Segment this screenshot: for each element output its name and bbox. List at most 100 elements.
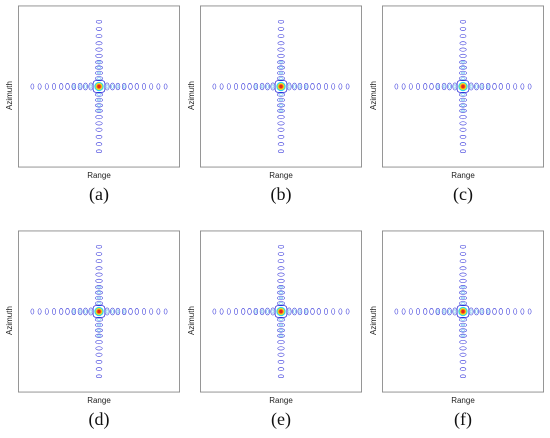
panel-caption: (c) [453, 184, 473, 204]
azimuth-sidelobe-inner [460, 71, 466, 75]
range-sidelobe [59, 83, 64, 90]
azimuth-sidelobe [459, 103, 467, 108]
range-sidelobe-inner [89, 309, 93, 314]
range-sidelobe [324, 83, 328, 90]
range-sidelobe-inner [480, 84, 484, 89]
range-sidelobe [149, 83, 154, 90]
azimuth-sidelobe-inner [460, 323, 466, 327]
azimuth-sidelobe-inner [460, 329, 466, 332]
azimuth-sidelobe-inner [460, 66, 466, 69]
range-sidelobe-inner [105, 84, 109, 89]
range-sidelobe [474, 82, 479, 91]
panel-a: Azimuth Range (a) [5, 0, 185, 205]
range-sidelobe [115, 307, 121, 316]
azimuth-sidelobe [459, 252, 467, 256]
range-sidelobe [241, 308, 246, 315]
azimuth-sidelobe-inner [96, 71, 102, 75]
azimuth-sidelobe [277, 340, 285, 345]
range-sidelobe [292, 82, 297, 91]
azimuth-sidelobe [95, 333, 103, 338]
azimuth-sidelobe [277, 65, 285, 70]
range-sidelobe [226, 308, 231, 315]
range-sidelobe [212, 308, 217, 315]
contour-plot [18, 5, 180, 168]
mainlobe-peak [97, 309, 101, 314]
azimuth-sidelobe [277, 121, 285, 126]
azimuth-sidelobe-inner [278, 286, 284, 289]
azimuth-sidelobe [277, 290, 285, 295]
azimuth-sidelobe [277, 328, 285, 333]
range-sidelobe [259, 82, 265, 91]
range-sidelobe [121, 307, 127, 316]
azimuth-sidelobe [459, 19, 467, 24]
azimuth-sidelobe [277, 53, 285, 58]
range-sidelobe [479, 82, 485, 91]
range-sidelobe [441, 82, 447, 91]
range-sidelobe [331, 83, 336, 90]
range-sidelobe [316, 308, 321, 315]
azimuth-sidelobe [459, 278, 467, 283]
range-sidelobe-inner [72, 84, 75, 89]
azimuth-sidelobe [277, 374, 285, 379]
azimuth-sidelobe-inner [278, 104, 284, 107]
azimuth-sidelobe-inner [460, 291, 466, 294]
range-sidelobe [65, 83, 70, 90]
contour-plot [382, 230, 544, 393]
azimuth-sidelobe [95, 103, 103, 108]
range-sidelobe [527, 308, 532, 315]
range-sidelobe [297, 307, 303, 316]
azimuth-sidelobe-inner [96, 104, 102, 107]
azimuth-sidelobe [459, 290, 467, 295]
azimuth-sidelobe [95, 244, 103, 249]
range-sidelobe [128, 308, 133, 315]
range-sidelobe-inner [260, 84, 264, 89]
azimuth-sidelobe-inner [278, 71, 284, 75]
azimuth-sidelobe [277, 135, 285, 139]
range-sidelobe-inner [442, 309, 446, 314]
range-sidelobe-inner [78, 309, 82, 314]
range-sidelobe [416, 308, 420, 315]
azimuth-sidelobe [277, 346, 285, 351]
azimuth-sidelobe [95, 346, 103, 351]
azimuth-sidelobe [95, 252, 103, 256]
range-sidelobe-inner [78, 84, 82, 89]
azimuth-sidelobe [95, 272, 103, 277]
range-sidelobe-inner [480, 309, 484, 314]
azimuth-sidelobe [459, 360, 467, 364]
azimuth-sidelobe-inner [460, 318, 466, 321]
range-sidelobe [110, 82, 115, 91]
range-sidelobe [219, 83, 224, 90]
range-sidelobe [253, 82, 259, 91]
azimuth-sidelobe-inner [460, 302, 466, 305]
range-sidelobe-inner [271, 84, 275, 89]
azimuth-sidelobe [277, 127, 285, 132]
azimuth-sidelobe [95, 19, 103, 24]
azimuth-sidelobe [95, 149, 103, 154]
azimuth-sidelobe-inner [96, 329, 102, 332]
azimuth-sidelobe-inner [278, 66, 284, 69]
range-sidelobe-inner [111, 84, 114, 89]
azimuth-sidelobe [95, 367, 103, 371]
range-sidelobe-inner [111, 309, 114, 314]
azimuth-sidelobe-inner [460, 296, 466, 300]
azimuth-sidelobe [95, 70, 103, 76]
azimuth-sidelobe [95, 60, 103, 65]
range-sidelobe [163, 83, 168, 90]
y-axis-label: Azimuth [369, 81, 378, 110]
mainlobe-peak [461, 309, 465, 314]
range-sidelobe-inner [254, 84, 257, 89]
azimuth-sidelobe [459, 322, 467, 328]
azimuth-sidelobe [459, 53, 467, 58]
mainlobe-outline [92, 305, 106, 318]
mainlobe-peak [279, 309, 283, 314]
azimuth-sidelobe-inner [278, 61, 284, 64]
range-sidelobe [316, 83, 321, 90]
azimuth-sidelobe [459, 41, 467, 46]
azimuth-sidelobe-inner [96, 334, 102, 337]
x-axis-label: Range [87, 396, 111, 405]
range-sidelobe [30, 308, 35, 315]
azimuth-sidelobe [459, 27, 467, 31]
range-sidelobe [219, 308, 224, 315]
range-sidelobe [247, 83, 252, 90]
azimuth-sidelobe [459, 340, 467, 345]
